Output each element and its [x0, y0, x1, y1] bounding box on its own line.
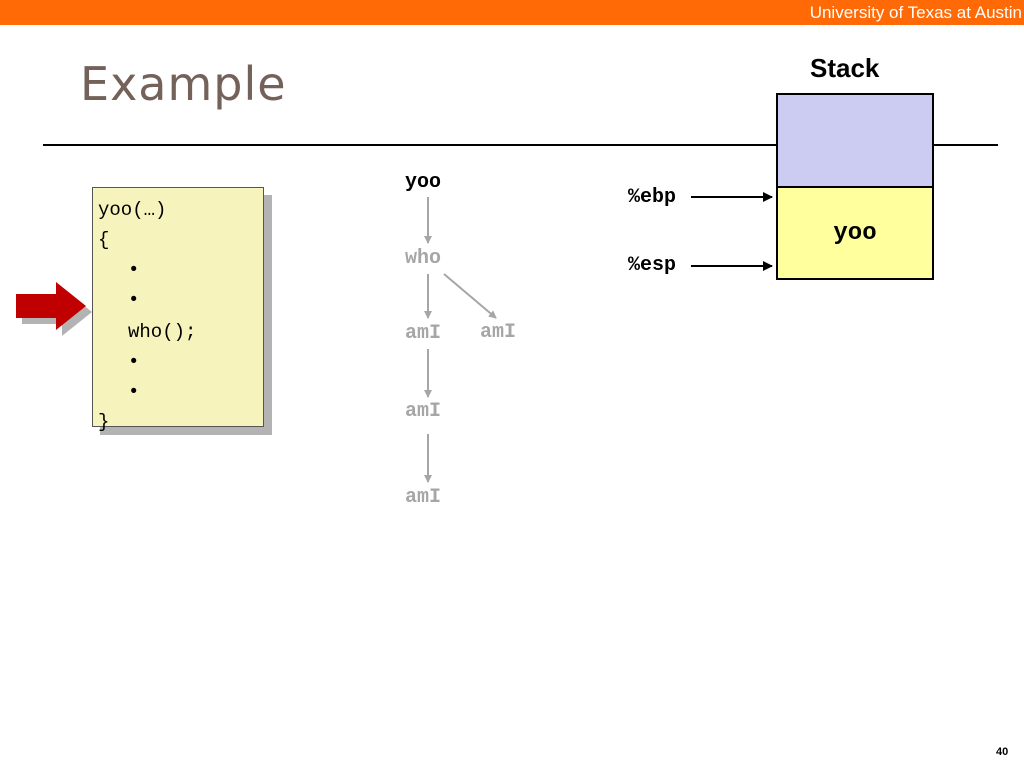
call-tree-ami: amI: [480, 321, 517, 344]
call-tree-who: who: [405, 247, 442, 270]
code-line-bullet: •: [128, 289, 140, 311]
red-arrow-icon: [16, 282, 92, 336]
code-line-signature: yoo(…): [98, 199, 167, 221]
call-tree-yoo: yoo: [405, 171, 442, 194]
stack-frame-label: yoo: [833, 220, 877, 247]
institution-name: University of Texas at Austin: [809, 3, 1022, 22]
esp-register-label: %esp: [628, 254, 677, 277]
code-line-bullet: •: [128, 381, 140, 403]
code-box: [92, 187, 264, 427]
code-line-close-brace: }: [98, 411, 110, 433]
code-line-bullet: •: [128, 351, 140, 373]
stack-label: Stack: [810, 53, 880, 83]
header-bar: University of Texas at Austin: [0, 0, 1024, 25]
code-line-open-brace: {: [98, 229, 110, 251]
call-tree-ami: amI: [405, 400, 442, 423]
code-line-bullet: •: [128, 259, 140, 281]
call-tree-ami: amI: [405, 322, 442, 345]
call-tree-ami: amI: [405, 486, 442, 509]
call-arrow-who-ami-right: [443, 273, 497, 319]
stack-frame-caller: [776, 93, 934, 188]
ebp-register-label: %ebp: [628, 186, 677, 209]
stack-frame-yoo: yoo: [776, 186, 934, 280]
code-line-call-who: who();: [128, 321, 197, 343]
page-number: 40: [996, 746, 1009, 758]
slide-title: Example: [80, 57, 287, 111]
title-divider: [43, 144, 998, 146]
